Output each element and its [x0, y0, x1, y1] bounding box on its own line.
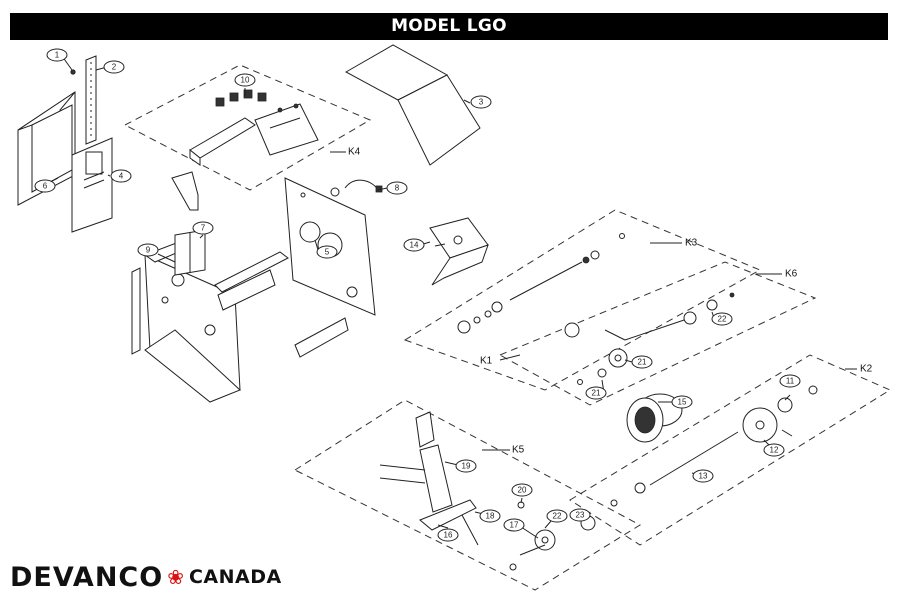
maple-leaf-icon: ❀: [167, 566, 184, 589]
side-cover-assembly: [17, 91, 113, 233]
callout-9: 9: [137, 243, 159, 257]
svg-text:20: 20: [518, 486, 527, 495]
k5-release-assembly: [379, 411, 596, 571]
svg-text:22: 22: [718, 315, 727, 324]
callout-3: 3: [470, 95, 492, 109]
callout-13: 13: [692, 469, 714, 483]
callout-6: 6: [34, 179, 56, 193]
svg-text:15: 15: [678, 398, 687, 407]
kit-k2-boundary: [569, 354, 892, 546]
callout-15: 15: [671, 395, 693, 409]
kit-k4-boundary: [123, 64, 372, 191]
callout-7: 7: [192, 221, 214, 235]
kit-label-k5: K5: [512, 445, 525, 456]
svg-text:6: 6: [43, 182, 48, 191]
callout-22-upper: 22: [711, 312, 733, 326]
callout-14: 14: [403, 238, 425, 252]
svg-text:2: 2: [112, 63, 117, 72]
callout-18: 18: [479, 509, 501, 523]
svg-text:19: 19: [462, 462, 471, 471]
svg-text:21: 21: [638, 358, 647, 367]
svg-text:10: 10: [241, 76, 250, 85]
callout-11: 11: [779, 374, 801, 388]
callout-12: 12: [763, 443, 785, 457]
svg-text:14: 14: [410, 241, 419, 250]
kit-label-k3: K3: [685, 238, 698, 249]
callout-5: 5: [316, 245, 338, 259]
svg-text:17: 17: [510, 521, 519, 530]
svg-text:7: 7: [201, 224, 206, 233]
callout-23: 23: [569, 508, 591, 522]
svg-text:21: 21: [592, 389, 601, 398]
svg-text:4: 4: [119, 172, 124, 181]
mounting-rail: [85, 55, 97, 145]
kit-label-k6: K6: [785, 269, 798, 280]
svg-text:8: 8: [395, 184, 400, 193]
callout-20: 20: [511, 483, 533, 497]
callout-19: 19: [455, 459, 477, 473]
svg-text:16: 16: [444, 531, 453, 540]
callout-22-lower: 22: [546, 509, 568, 523]
svg-text:11: 11: [786, 377, 795, 386]
top-cover: [344, 44, 481, 166]
kit-label-k1: K1: [480, 356, 493, 367]
page-title: MODEL LGO: [10, 13, 888, 40]
callout-17: 17: [503, 518, 525, 532]
svg-text:9: 9: [146, 246, 151, 255]
svg-text:22: 22: [553, 512, 562, 521]
svg-text:1: 1: [55, 51, 60, 60]
svg-text:23: 23: [576, 511, 585, 520]
k4-parts: [189, 89, 319, 166]
callout-2: 2: [103, 60, 125, 74]
k6-gear-assembly: [564, 292, 735, 385]
svg-text:12: 12: [770, 446, 779, 455]
callout-8: 8: [386, 181, 408, 195]
brand-region: CANADA: [188, 566, 282, 588]
screw: [70, 69, 76, 75]
kit-label-k2: K2: [860, 364, 873, 375]
kit-label-k4: K4: [348, 147, 361, 158]
svg-text:3: 3: [479, 98, 484, 107]
kit-k6-boundary: [498, 261, 817, 406]
callout-21-upper: 21: [631, 355, 653, 369]
kit-k5-boundary: [293, 399, 642, 591]
leader-lines: [49, 55, 857, 539]
svg-text:18: 18: [486, 512, 495, 521]
kit-k3-boundary: [403, 209, 762, 391]
callout-21-lower: 21: [585, 386, 607, 400]
motor-bracket: [429, 217, 489, 286]
main-frame: [131, 171, 383, 403]
svg-text:5: 5: [325, 248, 330, 257]
callout-10: 10: [234, 73, 256, 87]
callout-1: 1: [46, 48, 68, 62]
brand-name: DEVANCO: [10, 561, 164, 593]
callout-4: 4: [110, 169, 132, 183]
svg-text:13: 13: [699, 472, 708, 481]
callout-16: 16: [437, 528, 459, 542]
k3-shaft-assembly: [457, 233, 625, 334]
k2-main-shaft: [610, 385, 818, 507]
brand-logo: DEVANCO ❀ CANADA: [10, 560, 282, 594]
